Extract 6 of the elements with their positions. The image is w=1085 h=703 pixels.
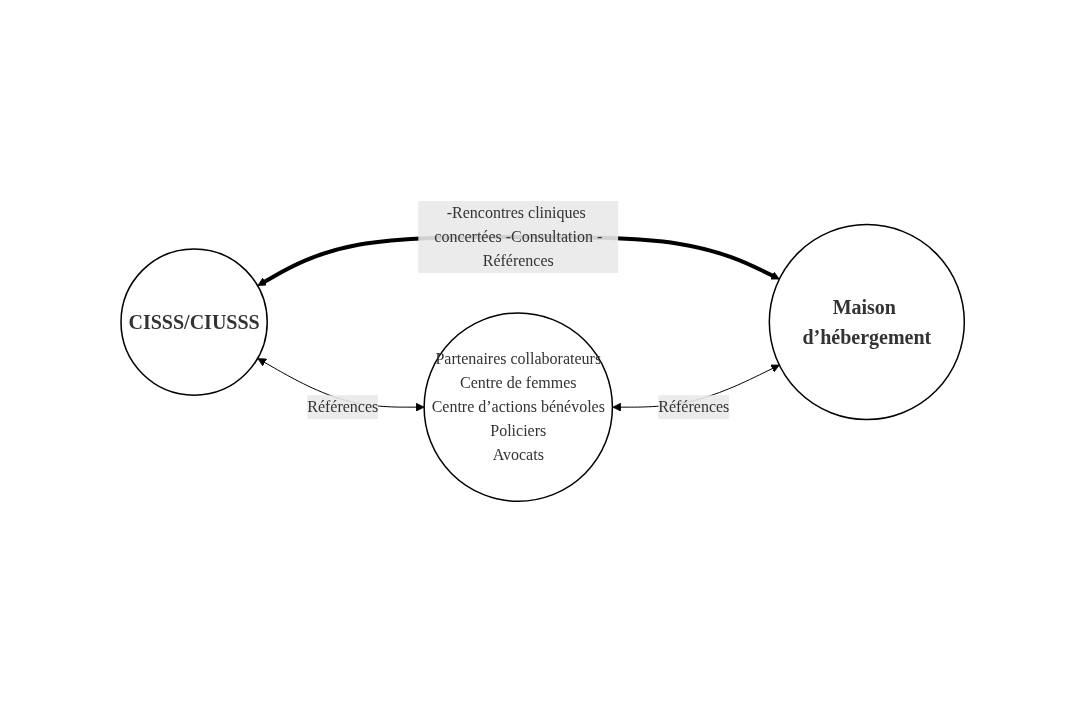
node-circle: CISSS/CIUSSS (120, 248, 268, 397)
node-circle: Partenaires collaborateurs Centre de femmes Centre d’actions bénévoles Policiers Avocats (423, 312, 613, 503)
edge-label: -Rencontres cliniques concertées -Consultation -Références (434, 204, 603, 270)
edge-label: Références (658, 398, 730, 416)
node-circle: Maison d’hébergement (768, 224, 965, 421)
edge-label: Références (307, 398, 379, 416)
